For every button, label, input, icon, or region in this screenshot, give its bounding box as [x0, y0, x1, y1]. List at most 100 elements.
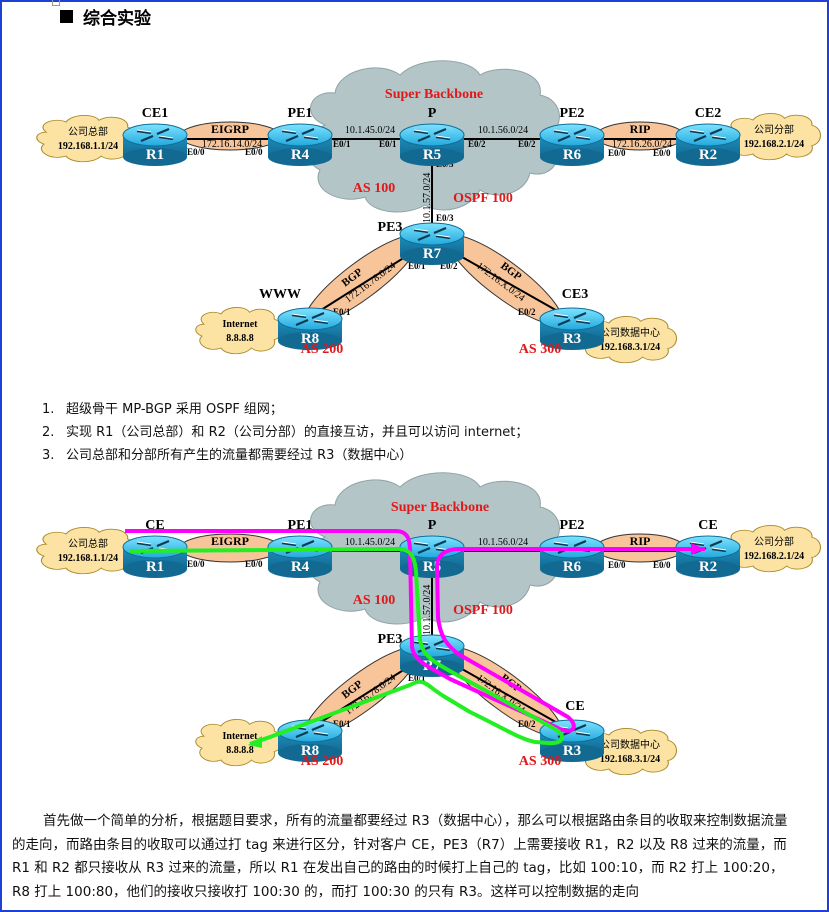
hq-cloud [36, 114, 138, 163]
requirement-item: 1.超级骨干 MP-BGP 采用 OSPF 组网； [42, 402, 283, 417]
branch-cloud-name-2: 公司分部 [754, 535, 794, 548]
magenta-arrowhead-icon [691, 543, 705, 555]
as300-label: AS 300 [519, 342, 561, 357]
router-r4-2[interactable]: R4 [266, 534, 334, 580]
if-r4-e00: E0/0 [245, 147, 263, 157]
router-r1[interactable]: R1 [121, 122, 189, 168]
branch-cloud-ip-2: 192.168.2.1/24 [744, 551, 804, 562]
ospf-label-2: OSPF 100 [453, 603, 513, 618]
router-r7[interactable]: R7 [398, 221, 466, 267]
as200-label-2: AS 200 [301, 754, 343, 769]
topology-diagram: Super Backbone AS 100 OSPF 100 EIGRP RIP… [36, 60, 822, 364]
role-pe1: PE1 [288, 106, 313, 121]
router-r6[interactable]: R6 [538, 122, 606, 168]
internet-cloud-ip: 8.8.8.8 [226, 333, 254, 344]
router-r4[interactable]: R4 [266, 122, 334, 168]
eigrp-label-2: EIGRP [211, 534, 249, 548]
router-r6-label-2: R6 [563, 559, 582, 575]
subnet-r5-r7-2: 10.1.57.0/24 [422, 585, 433, 635]
subnet-r5-r6-2: 10.1.56.0/24 [478, 537, 528, 548]
if-r7-e01-2: E0/1 [408, 673, 426, 683]
router-r3-label: R3 [563, 331, 581, 347]
role-www: WWW [259, 287, 301, 302]
dc-cloud-ip: 192.168.3.1/24 [600, 342, 660, 353]
as300-label-2: AS 300 [519, 754, 561, 769]
square-bullet-icon [60, 10, 73, 23]
subnet-r1-r4: 172.16.14.0/24 [202, 139, 262, 150]
if-r6-e02: E0/2 [518, 139, 536, 149]
router-r4-label: R4 [291, 147, 310, 163]
section-title: 综合实验 [83, 9, 151, 29]
router-r8[interactable]: R8 [276, 306, 344, 352]
router-r5-label: R5 [423, 147, 441, 163]
router-r1-label-2: R1 [146, 559, 164, 575]
if-r4-e01: E0/1 [333, 139, 351, 149]
router-r3[interactable]: R3 [538, 306, 606, 352]
router-r3-2[interactable]: R3 [538, 718, 606, 764]
as100-label-2: AS 100 [353, 593, 395, 608]
internet-cloud-2 [195, 718, 283, 767]
hq-cloud-2 [36, 526, 138, 575]
router-r1-2[interactable]: R1 [121, 534, 189, 580]
internet-cloud-ip-2: 8.8.8.8 [226, 745, 254, 756]
traffic-path-diagram: Super Backbone AS 100 OSPF 100 EIGRP RIP… [36, 472, 822, 776]
subnet-r4-r5-2: 10.1.45.0/24 [345, 537, 395, 548]
role-p: P [428, 106, 437, 121]
if-r6-e00: E0/0 [608, 148, 626, 158]
rip-label-2: RIP [630, 534, 651, 548]
subnet-r6-r2: 172.16.26.0/24 [612, 139, 672, 150]
backbone-title: Super Backbone [385, 87, 483, 102]
rip-label: RIP [630, 122, 651, 136]
hq-cloud-name: 公司总部 [68, 125, 108, 138]
internet-cloud-name-2: Internet [223, 731, 259, 742]
ospf-label: OSPF 100 [453, 191, 513, 206]
role-ce2: CE2 [695, 106, 721, 121]
internet-cloud [195, 306, 283, 355]
role-ce3: CE3 [562, 287, 588, 302]
analysis-paragraph: 首先做一个简单的分析，根据题目要求，所有的流量都要经过 R3（数据中心），那么可… [12, 813, 788, 900]
requirement-item: 3.公司总部和分部所有产生的流量都需要经过 R3（数据中心） [42, 448, 413, 463]
router-r8-label-2: R8 [301, 743, 319, 759]
backbone-title-2: Super Backbone [391, 500, 489, 515]
router-r8-2[interactable]: R8 [276, 718, 344, 764]
if-r8-e01: E0/1 [333, 307, 351, 317]
if-r2-e00: E0/0 [653, 148, 671, 158]
subnet-r5-r6: 10.1.56.0/24 [478, 125, 528, 136]
role-ce1: CE1 [142, 106, 168, 121]
if-r1-e00-2: E0/0 [187, 559, 205, 569]
router-r2[interactable]: R2 [674, 122, 742, 168]
role-pe3-2: PE3 [378, 632, 403, 647]
branch-cloud-name: 公司分部 [754, 123, 794, 136]
router-r4-label-2: R4 [291, 559, 310, 575]
as200-label: AS 200 [301, 342, 343, 357]
router-r5[interactable]: R5 [398, 122, 466, 168]
role-ce-r2: CE [698, 518, 717, 533]
dc-cloud-name: 公司数据中心 [600, 326, 660, 339]
role-p-2: P [428, 518, 437, 533]
subnet-r4-r5: 10.1.45.0/24 [345, 125, 395, 136]
role-pe2: PE2 [560, 106, 585, 121]
if-r4-e00-2: E0/0 [245, 559, 263, 569]
router-r1-label: R1 [146, 147, 164, 163]
if-r7-e02: E0/2 [440, 261, 458, 271]
router-r2-2[interactable]: R2 [674, 534, 742, 580]
magenta-traffic-path [125, 529, 705, 733]
if-r5-e01: E0/1 [379, 139, 397, 149]
hq-cloud-ip: 192.168.1.1/24 [58, 141, 118, 152]
if-r8-e01-2: E0/1 [333, 719, 351, 729]
as100-label: AS 100 [353, 181, 395, 196]
if-r6-e00-2: E0/0 [608, 560, 626, 570]
router-r8-label: R8 [301, 331, 319, 347]
router-r6-2[interactable]: R6 [538, 534, 606, 580]
if-r3-e02: E0/2 [518, 307, 536, 317]
role-ce-r3: CE [565, 699, 584, 714]
green-traffic-path [129, 547, 565, 746]
if-r7-e03: E0/3 [436, 213, 454, 223]
if-r5-e02: E0/2 [468, 139, 486, 149]
router-r2-label: R2 [699, 147, 717, 163]
role-pe3: PE3 [378, 220, 403, 235]
subnet-r5-r7: 10.1.57.0/24 [422, 173, 433, 223]
branch-cloud-ip: 192.168.2.1/24 [744, 139, 804, 150]
internet-cloud-name: Internet [223, 319, 259, 330]
requirement-item: 2.实现 R1（公司总部）和 R2（公司分部）的直接互访，并且可以访问 inte… [42, 425, 529, 440]
